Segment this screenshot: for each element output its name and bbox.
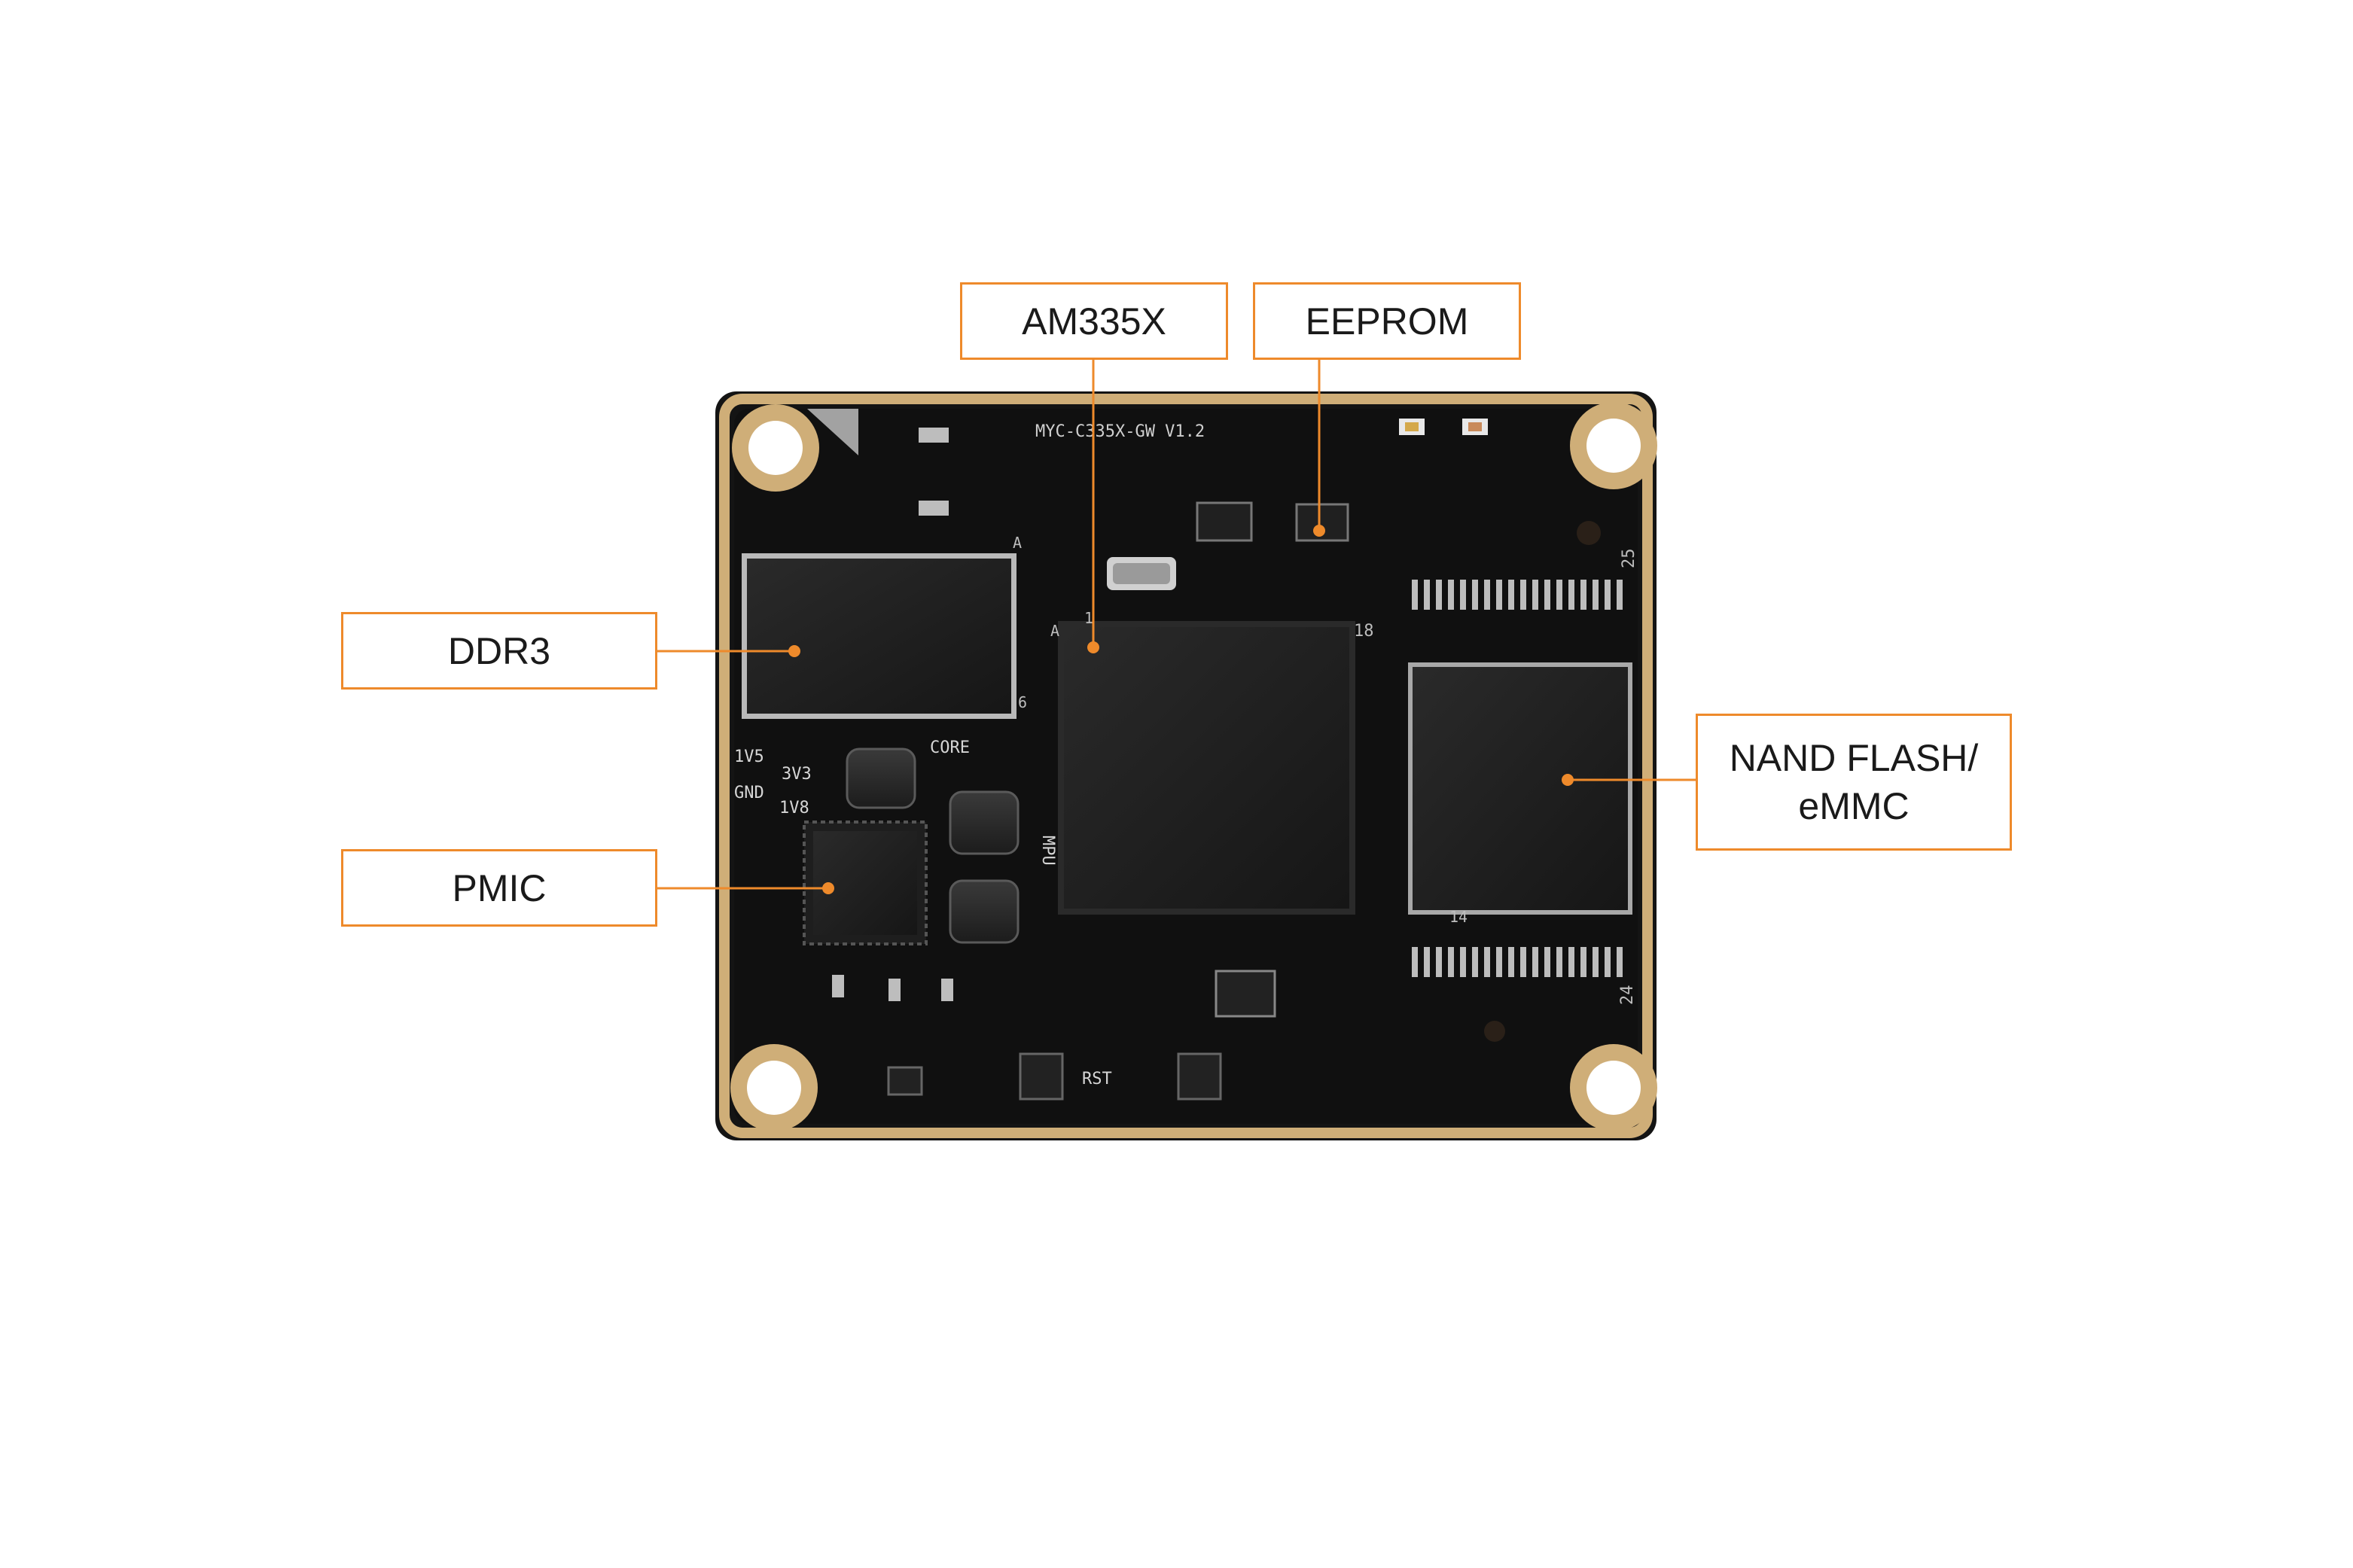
reset-label: RST (1082, 1070, 1112, 1088)
mounting-hole-top-right (1570, 402, 1657, 489)
mounting-hole-bottom-left (730, 1044, 818, 1131)
pin-24-label: 24 (1618, 985, 1637, 1006)
leader-lines (657, 360, 1696, 890)
pin-25-label: 25 (1620, 549, 1638, 569)
rail-1v5-label: 1V5 (734, 747, 764, 766)
status-leds (1399, 419, 1488, 435)
leader-dots (788, 525, 1574, 894)
pin-14-label: 14 (1449, 908, 1468, 926)
callout-am335x: AM335X (960, 282, 1228, 360)
rail-gnd-label: GND (734, 784, 764, 802)
callout-eeprom: EEPROM (1253, 282, 1521, 360)
rail-3v3-label: 3V3 (782, 765, 812, 784)
pin-6-label: 6 (1018, 693, 1027, 711)
callout-nand-flash-emmc: NAND FLASH/ eMMC (1696, 714, 2012, 851)
pin-a-label: A (1013, 534, 1022, 552)
inductors (846, 747, 1020, 944)
callout-ddr3: DDR3 (341, 612, 657, 690)
board-model-label: MYC-C335X-GW V1.2 (1035, 422, 1205, 441)
mounting-hole-top-left (732, 404, 819, 492)
pin-a2-label: A (1050, 622, 1059, 640)
rail-1v8-label: 1V8 (779, 799, 809, 817)
pmic-chip (803, 821, 928, 945)
pin-18-label: 18 (1354, 622, 1374, 641)
crystal (1107, 557, 1176, 590)
rail-core-label: CORE (930, 738, 970, 757)
mounting-hole-bottom-right (1570, 1044, 1657, 1131)
am335x-chip (1058, 621, 1355, 915)
passive-components (832, 428, 1601, 1101)
nand-flash-chip (1408, 580, 1632, 977)
callout-pmic: PMIC (341, 849, 657, 927)
pin-1-label: 1 (1084, 609, 1093, 627)
ddr3-chip (742, 553, 1016, 719)
rail-mpu-label: MPU (1038, 836, 1057, 866)
